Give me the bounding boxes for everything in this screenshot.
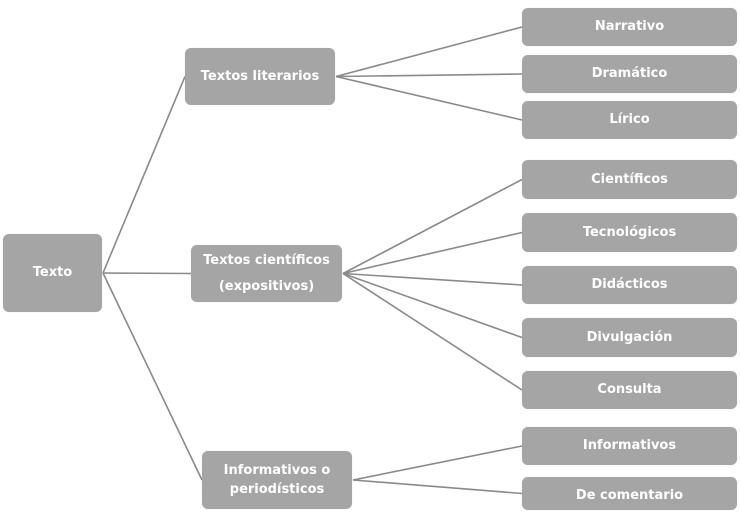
node-label: Divulgación [586,329,673,345]
node-label-line2: periodísticos [229,482,325,497]
node-narrativo: Narrativo [522,8,737,46]
node-label: Lírico [609,112,650,127]
node-textos-literarios: Textos literarios [185,48,335,105]
connector-cientificos-tecnologicos [342,231,523,275]
node-label-line1: Informativos o [223,463,331,478]
connector-literarios-dramatico [335,73,523,78]
connector-informativos-comentario [352,479,523,495]
node-label-line2: (expositivos) [218,278,315,294]
connector-literarios-narrativo [335,26,523,78]
connector-informativos-informativos-leaf [352,445,523,481]
connector-texto-literarios [102,76,186,274]
node-informativos-periodisticos: Informativos o periodísticos [202,451,352,509]
node-label: Textos literarios [200,68,320,84]
node-informativos: Informativos [522,427,737,465]
connector-cientificos-divulgacion [342,272,523,339]
node-label-line1: Textos científicos [203,252,330,268]
node-label: Didácticos [591,277,668,292]
connector-literarios-lirico [335,75,523,121]
node-de-comentario: De comentario [522,477,737,510]
connector-texto-informativos [102,272,203,481]
node-label: Informativos [582,438,677,453]
node-lirico: Lírico [522,101,737,139]
node-cientificos: Científicos [522,160,737,199]
connector-cientificos-cientificos-leaf [342,178,523,275]
node-label: Científicos [591,171,668,187]
node-label: Texto [32,265,73,280]
node-didacticos: Didácticos [522,266,737,304]
node-label: Narrativo [594,19,665,34]
node-divulgacion: Divulgación [522,318,737,357]
connector-cientificos-consulta [342,272,523,391]
node-label: Consulta [597,382,662,397]
node-tecnologicos: Tecnológicos [522,213,737,252]
node-label: De comentario [575,487,684,503]
node-texto: Texto [3,234,102,312]
node-consulta: Consulta [522,371,737,409]
node-label: Dramático [591,66,668,81]
node-dramatico: Dramático [522,55,737,93]
node-label: Tecnológicos [582,224,677,240]
node-textos-cientificos: Textos científicos (expositivos) [191,245,342,302]
connector-texto-cientificos [102,272,192,275]
connector-cientificos-didacticos [342,272,523,286]
